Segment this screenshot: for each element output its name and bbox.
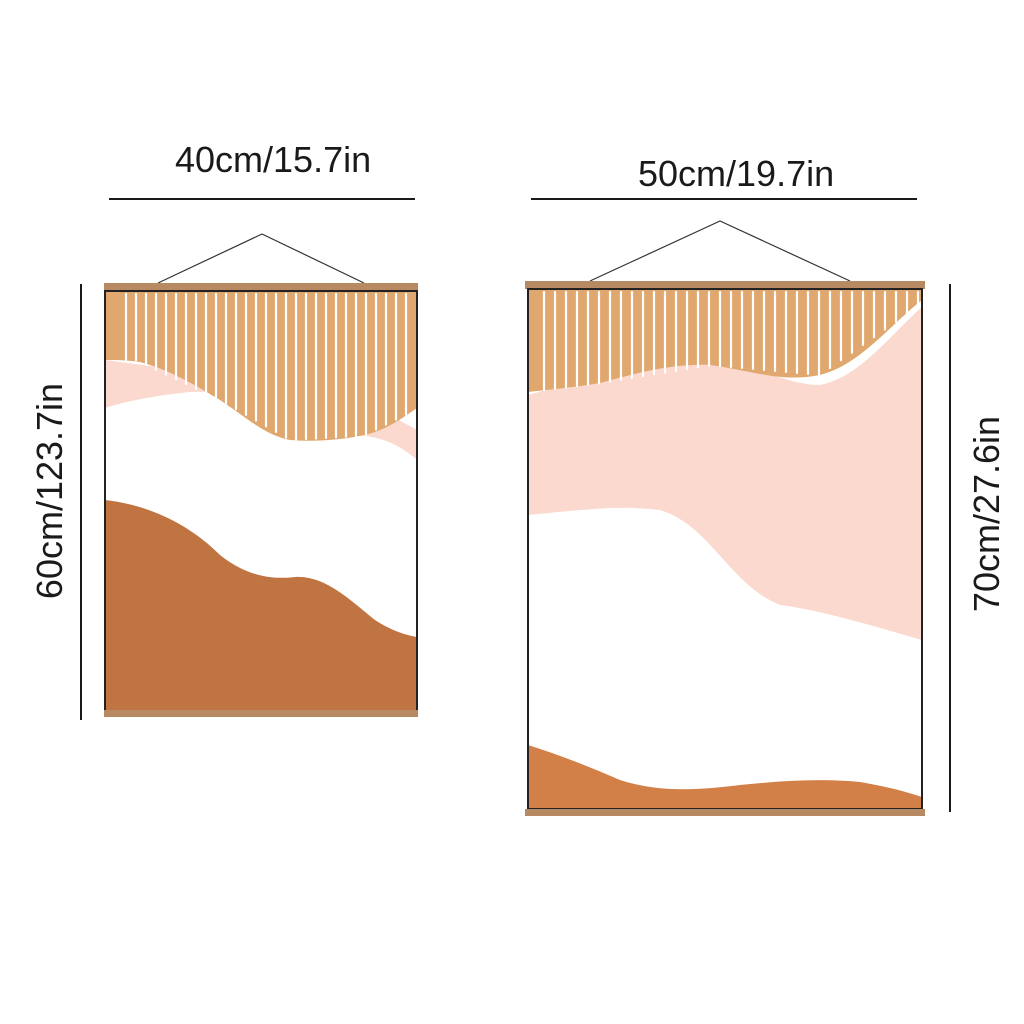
large-height-line — [949, 284, 951, 812]
small-canvas — [104, 290, 418, 714]
small-width-label: 40cm/15.7in — [175, 139, 372, 180]
large-poster-art — [525, 220, 925, 816]
small-width-line — [109, 198, 415, 200]
small-bottom-rail — [104, 710, 418, 717]
large-canvas — [527, 288, 923, 810]
large-width-line — [531, 198, 917, 200]
large-height-label: 70cm/27.6in — [966, 415, 1007, 613]
large-poster — [520, 215, 930, 825]
small-height-label: 60cm/123.7in — [29, 382, 70, 600]
large-stripes — [542, 290, 920, 392]
large-top-rail — [525, 281, 925, 289]
small-poster — [100, 230, 422, 730]
large-width-label: 50cm/19.7in — [638, 153, 835, 194]
small-height-line — [80, 284, 82, 720]
small-hanging-string — [157, 233, 365, 284]
large-bottom-rail — [525, 809, 925, 816]
small-poster-art — [104, 233, 418, 717]
small-top-rail — [104, 283, 418, 291]
large-hanging-string — [589, 220, 851, 282]
small-stripes — [124, 292, 408, 441]
